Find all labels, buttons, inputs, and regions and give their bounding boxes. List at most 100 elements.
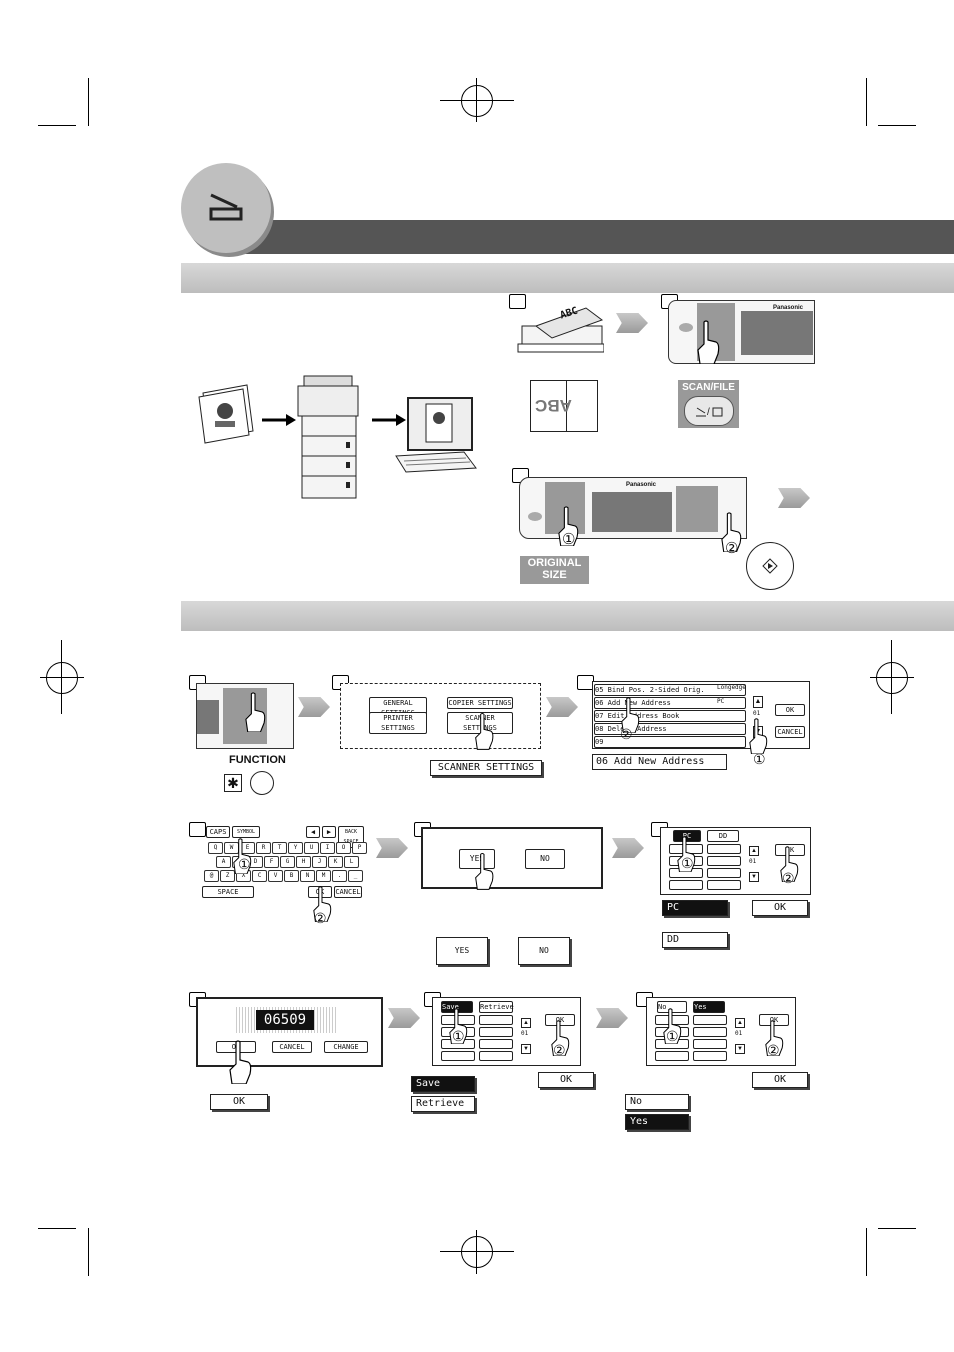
retrieve-tab[interactable]: Retrieve xyxy=(479,1001,514,1013)
original-size-label-2: SIZE xyxy=(542,569,567,581)
page-counter: 01 xyxy=(521,1030,529,1037)
key-1-8[interactable]: O xyxy=(336,842,351,854)
key-3-0[interactable]: @ xyxy=(204,870,219,882)
param-row-09[interactable]: 09 xyxy=(594,736,746,748)
ok-button[interactable]: OK xyxy=(775,704,805,716)
param-row-06[interactable]: 06 Add New Address xyxy=(594,697,746,709)
scroll-up-icon[interactable]: ▲ xyxy=(753,696,763,708)
computer-icon xyxy=(395,397,477,473)
scanner-icon xyxy=(209,193,243,221)
function-key-button[interactable] xyxy=(250,771,274,795)
keyboard-screen: CAPS SYMBOL ◀ ▶ BACK SPACE QWERTYUIOPASD… xyxy=(196,826,367,898)
key-3-7[interactable]: M xyxy=(316,870,331,882)
key-1-6[interactable]: U xyxy=(304,842,319,854)
cancel-key[interactable]: CANCEL xyxy=(334,886,362,898)
grid-slot[interactable] xyxy=(693,1027,727,1037)
grid-slot[interactable] xyxy=(441,1051,475,1061)
scan-file-key[interactable]: SCAN/FILE / xyxy=(678,380,739,428)
key-2-5[interactable]: H xyxy=(296,856,311,868)
key-2-4[interactable]: G xyxy=(280,856,295,868)
ok-button[interactable]: OK xyxy=(775,844,805,856)
key-3-5[interactable]: B xyxy=(284,870,299,882)
key-3-8[interactable]: . xyxy=(332,870,347,882)
key-1-0[interactable]: Q xyxy=(208,842,223,854)
printer-settings-button[interactable]: PRINTER SETTINGS xyxy=(369,712,427,734)
pc-label: PC xyxy=(662,900,728,916)
key-3-1[interactable]: Z xyxy=(220,870,235,882)
panel-indicator xyxy=(528,512,542,521)
param-row-05[interactable]: 05 Bind Pos. 2-Sided Orig. xyxy=(594,684,746,696)
callout-1: ① xyxy=(452,1028,465,1044)
grid-slot[interactable] xyxy=(707,880,741,890)
yes-label: Yes xyxy=(625,1114,689,1130)
key-2-8[interactable]: L xyxy=(344,856,359,868)
scroll-up-icon[interactable]: ▲ xyxy=(735,1018,745,1028)
cancel-button[interactable]: CANCEL xyxy=(775,726,805,738)
key-3-4[interactable]: V xyxy=(268,870,283,882)
symbol-key[interactable]: SYMBOL xyxy=(232,826,260,838)
param-row-08[interactable]: 08 Delete Address xyxy=(594,723,746,735)
key-2-3[interactable]: F xyxy=(264,856,279,868)
callout-1: ① xyxy=(666,1028,679,1044)
cancel-button[interactable]: CANCEL xyxy=(272,1041,312,1053)
key-1-4[interactable]: T xyxy=(272,842,287,854)
dd-tab[interactable]: DD xyxy=(707,830,739,842)
key-2-0[interactable]: A xyxy=(216,856,231,868)
key-3-3[interactable]: C xyxy=(252,870,267,882)
arrow-right-icon xyxy=(262,414,296,426)
pc-tab[interactable]: PC xyxy=(673,830,701,842)
key-1-9[interactable]: P xyxy=(352,842,367,854)
key-1-7[interactable]: I xyxy=(320,842,335,854)
key-3-6[interactable]: N xyxy=(300,870,315,882)
grid-slot[interactable] xyxy=(479,1015,513,1025)
scroll-down-icon[interactable]: ▼ xyxy=(521,1044,531,1054)
grid-slot[interactable] xyxy=(693,1051,727,1061)
scroll-down-icon[interactable]: ▼ xyxy=(735,1044,745,1054)
grid-slot[interactable] xyxy=(669,880,703,890)
no-button[interactable]: NO xyxy=(525,849,565,869)
original-orientation-illustration: ABC xyxy=(530,380,598,432)
grid-slot[interactable] xyxy=(479,1027,513,1037)
grid-slot[interactable] xyxy=(707,868,741,878)
no-label: NO xyxy=(518,937,570,965)
copier-settings-button[interactable]: COPIER SETTINGS xyxy=(447,697,513,709)
key-2-6[interactable]: J xyxy=(312,856,327,868)
save-label: Save xyxy=(411,1076,475,1092)
scroll-down-icon[interactable]: ▼ xyxy=(749,872,759,882)
space-key[interactable]: SPACE xyxy=(202,886,254,898)
caps-key[interactable]: CAPS xyxy=(206,826,230,838)
scroll-up-icon[interactable]: ▲ xyxy=(749,846,759,856)
panel-indicator xyxy=(679,323,693,332)
original-size-key[interactable]: ORIGINAL SIZE xyxy=(520,556,589,584)
yes-tab[interactable]: Yes xyxy=(693,1001,725,1013)
cursor-left-key[interactable]: ◀ xyxy=(306,826,320,838)
grid-slot[interactable] xyxy=(693,1015,727,1025)
scan-file-icon: / xyxy=(696,407,723,418)
grid-slot[interactable] xyxy=(707,856,741,866)
key-1-5[interactable]: Y xyxy=(288,842,303,854)
document-feeder-illustration xyxy=(517,307,604,353)
scan-file-button[interactable]: / xyxy=(684,396,734,426)
grid-slot[interactable] xyxy=(479,1039,513,1049)
function-key-icon[interactable]: ✱ xyxy=(224,774,242,792)
hand-pointer-icon xyxy=(558,506,579,546)
key-3-9[interactable]: _ xyxy=(348,870,363,882)
function-label: FUNCTION xyxy=(229,754,286,766)
key-1-3[interactable]: R xyxy=(256,842,271,854)
step-arrow xyxy=(616,313,648,333)
cursor-right-key[interactable]: ▶ xyxy=(322,826,336,838)
callout-2: ② xyxy=(553,1042,566,1058)
hand-pointer-icon xyxy=(245,692,266,732)
start-button[interactable] xyxy=(746,542,794,590)
grid-slot[interactable] xyxy=(479,1051,513,1061)
grid-slot[interactable] xyxy=(693,1039,727,1049)
yes-button[interactable]: YES xyxy=(459,849,495,869)
change-button[interactable]: CHANGE xyxy=(324,1041,368,1053)
grid-slot[interactable] xyxy=(707,844,741,854)
param-row-07[interactable]: 07 Edit Address Book xyxy=(594,710,746,722)
arrow-right-icon xyxy=(372,414,406,426)
hand-pointer-icon xyxy=(721,512,742,552)
grid-slot[interactable] xyxy=(655,1051,689,1061)
key-2-7[interactable]: K xyxy=(328,856,343,868)
scroll-up-icon[interactable]: ▲ xyxy=(521,1018,531,1028)
